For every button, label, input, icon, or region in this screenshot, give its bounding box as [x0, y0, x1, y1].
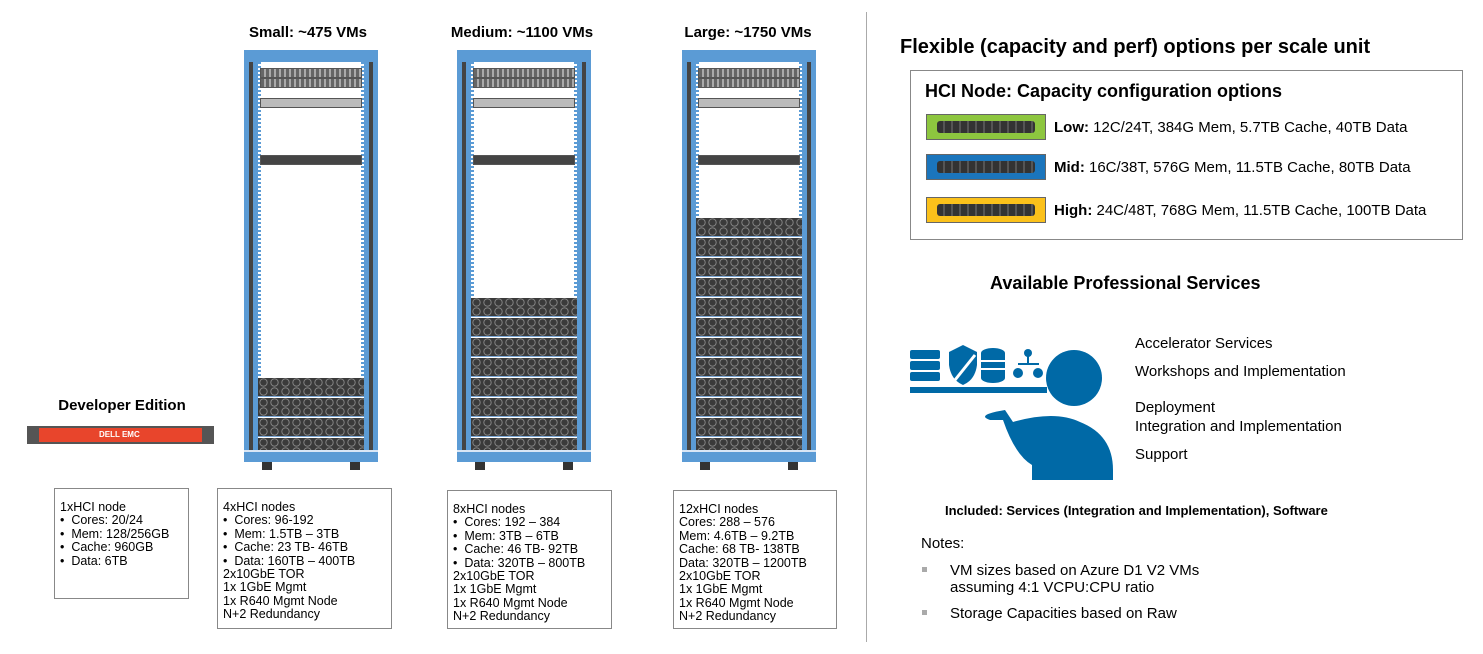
option-text: 24C/48T, 768G Mem, 11.5TB Cache, 100TB D… [1092, 201, 1427, 219]
hci-node [471, 338, 577, 357]
developer-spec-box: 1xHCI node • Cores: 20/24 • Mem: 128/256… [54, 488, 189, 599]
rack-foot [262, 462, 272, 470]
rack-medium-spec-box: 8xHCI nodes • Cores: 192 – 384 • Mem: 3T… [447, 490, 612, 629]
rack-small [244, 50, 378, 470]
mgmt-switch [698, 98, 800, 108]
included-text: Included: Services (Integration and Impl… [945, 503, 1328, 518]
mgmt-switch [260, 98, 362, 108]
tor-switch [473, 68, 575, 78]
tor-switch [698, 68, 800, 78]
server-yellow-icon [926, 197, 1046, 223]
developer-edition-title: Developer Edition [58, 397, 186, 414]
hci-node [471, 418, 577, 437]
rack-post [802, 62, 816, 460]
option-text: 16C/38T, 576G Mem, 11.5TB Cache, 80TB Da… [1084, 158, 1411, 176]
hci-node [471, 358, 577, 377]
professional-services-icon [910, 345, 1113, 480]
hci-node [696, 358, 802, 377]
hci-node [696, 298, 802, 317]
note-item: VM sizes based on Azure D1 V2 VMs [950, 562, 1200, 579]
server-green-icon [926, 114, 1046, 140]
hci-node [258, 418, 364, 437]
rack-foot [563, 462, 573, 470]
rack-medium [457, 50, 591, 470]
hci-node [696, 418, 802, 437]
rack-large [682, 50, 816, 470]
service-item: Accelerator Services [1135, 335, 1273, 352]
rack-large-spec-box: 12xHCI nodes Cores: 288 – 576 Mem: 4.6TB… [673, 490, 837, 629]
mgmt-node [473, 155, 575, 165]
hci-node [471, 378, 577, 397]
rack-post [577, 62, 591, 460]
hci-node [258, 378, 364, 397]
option-label: Low: [1054, 118, 1089, 136]
rack-bottom-frame [682, 450, 816, 462]
rack-rail [574, 62, 577, 460]
capacity-box-title: HCI Node: Capacity configuration options [925, 81, 1283, 101]
hci-node [471, 298, 577, 317]
service-item: Deployment [1135, 399, 1216, 416]
rack-top-frame [457, 50, 591, 62]
services-title: Available Professional Services [990, 273, 1261, 293]
rack-foot [788, 462, 798, 470]
rack-top-frame [244, 50, 378, 62]
service-item: Support [1135, 446, 1188, 463]
rack-large-title: Large: ~1750 VMs [684, 24, 812, 41]
option-mid: Mid: 16C/38T, 576G Mem, 11.5TB Cache, 80… [926, 154, 1411, 180]
server-blue-icon [926, 154, 1046, 180]
bullet-icon [922, 610, 927, 615]
option-label: High: [1054, 201, 1093, 219]
capacity-options-box: HCI Node: Capacity configuration options… [910, 70, 1463, 240]
hci-node [696, 238, 802, 257]
option-label: Mid: [1054, 158, 1085, 176]
dell-emc-logo: DELL EMC [99, 430, 140, 439]
hci-node [696, 338, 802, 357]
option-text: 12C/24T, 384G Mem, 5.7TB Cache, 40TB Dat… [1089, 118, 1408, 136]
tor-switch [260, 68, 362, 78]
rack-rail [361, 62, 364, 460]
hci-node [696, 218, 802, 237]
rack-foot [350, 462, 360, 470]
note-item: Storage Capacities based on Raw [950, 605, 1177, 622]
bullet-icon [922, 567, 927, 572]
rack-rail [471, 62, 474, 460]
option-low: Low: 12C/24T, 384G Mem, 5.7TB Cache, 40T… [926, 114, 1408, 140]
note-item: assuming 4:1 VCPU:CPU ratio [950, 579, 1155, 596]
rack-rail [258, 62, 261, 460]
rack-small-title: Small: ~475 VMs [249, 24, 367, 41]
hci-node [696, 318, 802, 337]
rack-medium-title: Medium: ~1100 VMs [450, 24, 594, 41]
notes-title: Notes: [921, 535, 965, 552]
service-item: Workshops and Implementation [1135, 363, 1346, 380]
rack-small-spec-box: 4xHCI nodes • Cores: 96-192 • Mem: 1.5TB… [217, 488, 392, 629]
rack-post [364, 62, 378, 460]
rack-bottom-frame [244, 450, 378, 462]
hci-node [258, 398, 364, 417]
rack-post [244, 62, 258, 460]
rack-top-frame [682, 50, 816, 62]
rack-foot [475, 462, 485, 470]
developer-server-image: DELL EMC [27, 426, 214, 444]
hci-node [696, 258, 802, 277]
option-high: High: 24C/48T, 768G Mem, 11.5TB Cache, 1… [926, 197, 1426, 223]
section-divider [866, 12, 867, 642]
tor-switch [698, 78, 800, 88]
options-title: Flexible (capacity and perf) options per… [900, 36, 1371, 58]
hci-node [696, 278, 802, 297]
tor-switch [473, 78, 575, 88]
hci-node [471, 318, 577, 337]
hci-node [471, 398, 577, 417]
mgmt-switch [473, 98, 575, 108]
rack-post [682, 62, 696, 460]
rack-post [457, 62, 471, 460]
hci-node [696, 378, 802, 397]
mgmt-node [260, 155, 362, 165]
hci-node [696, 398, 802, 417]
service-item: Integration and Implementation [1135, 418, 1342, 435]
rack-foot [700, 462, 710, 470]
rack-bottom-frame [457, 450, 591, 462]
tor-switch [260, 78, 362, 88]
mgmt-node [698, 155, 800, 165]
